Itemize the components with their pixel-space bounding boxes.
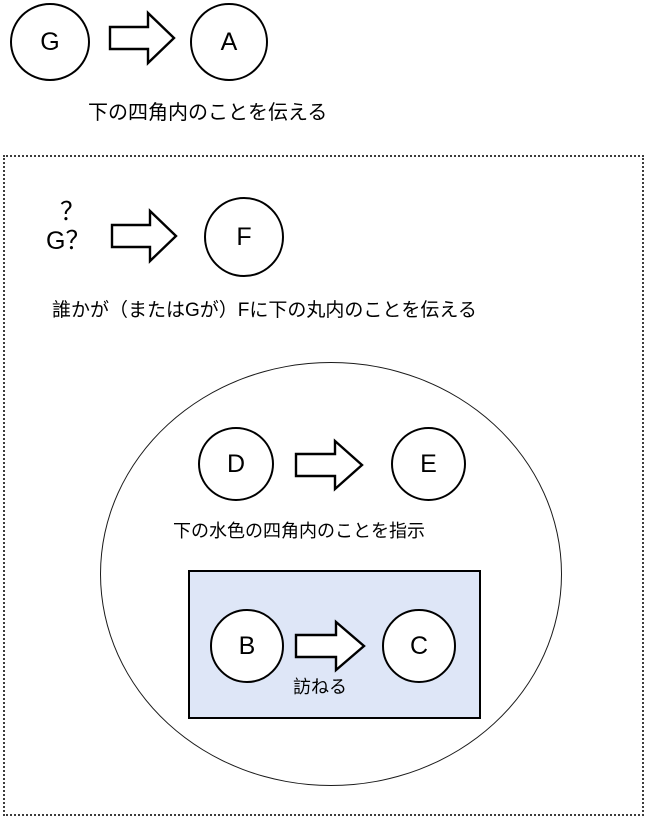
- sender-question-mark-line: ？: [60, 198, 86, 226]
- sender-unknown-label: ？ G？: [46, 198, 90, 256]
- node-circle-b[interactable]: B: [210, 609, 284, 683]
- node-label-b: B: [238, 631, 256, 660]
- sender-g-question-line: G？: [46, 226, 91, 255]
- node-label-c: C: [409, 631, 429, 660]
- node-label-f: F: [236, 222, 252, 251]
- caption-outer-box: 誰かが（またはGが）Fに下の丸内のことを伝える: [52, 300, 477, 321]
- node-circle-g[interactable]: G: [10, 3, 90, 81]
- caption-top-level: 下の四角内のことを伝える: [88, 102, 328, 124]
- node-circle-e[interactable]: E: [391, 427, 466, 501]
- ellipse-container: [100, 362, 562, 786]
- block-arrow-right-icon-blue: [294, 619, 366, 673]
- node-circle-d[interactable]: D: [198, 427, 274, 501]
- caption-blue-group: 訪ねる: [293, 677, 347, 697]
- block-arrow-right-icon-ellipse: [294, 438, 364, 492]
- block-arrow-right-icon-top: [108, 10, 176, 66]
- node-label-a: A: [220, 27, 238, 56]
- outer-dotted-container: [3, 155, 644, 816]
- node-label-g: G: [40, 27, 60, 56]
- caption-ellipse-group: 下の水色の四角内のことを指示: [173, 521, 425, 541]
- block-arrow-right-icon-outer: [110, 208, 178, 264]
- node-label-e: E: [420, 449, 437, 478]
- node-circle-f[interactable]: F: [204, 197, 284, 277]
- node-circle-c[interactable]: C: [382, 609, 456, 683]
- node-circle-a[interactable]: A: [190, 3, 268, 81]
- node-label-d: D: [226, 449, 246, 478]
